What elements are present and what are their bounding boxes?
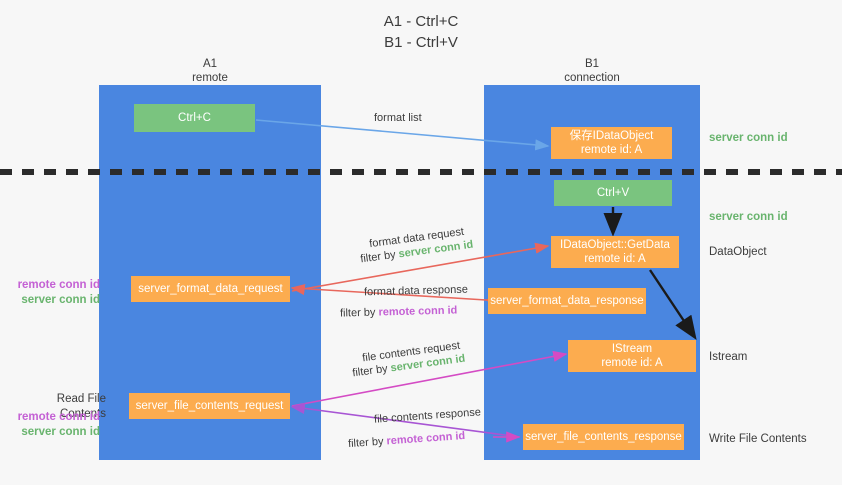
node-server-file-contents-request[interactable]: server_file_contents_request <box>129 393 290 419</box>
filter-prefix: filter by <box>347 435 387 451</box>
node-server-format-data-response-label: server_format_data_response <box>490 295 644 307</box>
annotation-remote-conn-id-1: remote conn id <box>17 279 100 291</box>
node-server-format-data-response[interactable]: server_format_data_response <box>488 288 646 314</box>
lane-b1-name: B1 <box>584 58 600 70</box>
annotation-left-conn-ids-top: remote conn id server conn id <box>8 278 100 308</box>
annotation-server-conn-id-top: server conn id <box>709 132 788 144</box>
annotation-write-file-contents: Write File Contents <box>709 433 807 445</box>
node-save-idataobject-line2: remote id: A <box>580 144 643 156</box>
node-ctrl-v-label: Ctrl+V <box>596 187 630 199</box>
edge-label-format-list: format list <box>374 112 422 124</box>
filter-prefix: filter by <box>339 306 379 320</box>
node-getdata-line2: remote id: A <box>584 253 646 265</box>
dashed-divider <box>0 169 842 175</box>
filter-value-remote-conn-id: remote conn id <box>386 429 466 448</box>
annotation-server-conn-id-mid: server conn id <box>709 211 788 223</box>
node-ctrl-c-label: Ctrl+C <box>178 112 211 124</box>
node-istream[interactable]: IStream remote id: A <box>568 340 696 372</box>
edge-label-format-data-response-filter: filter by remote conn id <box>340 303 458 321</box>
annotation-server-conn-id-2: server conn id <box>21 426 100 438</box>
filter-value-remote-conn-id: remote conn id <box>378 304 458 319</box>
edge-label-file-contents-response-filter: filter by remote conn id <box>348 429 466 452</box>
annotation-dataobject: DataObject <box>709 246 767 258</box>
node-istream-line2: remote id: A <box>601 357 663 369</box>
page-title: A1 - Ctrl+C B1 - Ctrl+V <box>0 11 842 53</box>
edge-label-file-contents-response: file contents response <box>373 406 482 426</box>
lane-header-b1: B1 connection <box>484 57 700 85</box>
annotation-remote-conn-id-2: remote conn id <box>17 411 100 423</box>
node-getdata[interactable]: IDataObject::GetData remote id: A <box>551 236 679 268</box>
lane-a1-subtitle: remote <box>192 72 228 84</box>
node-ctrl-c[interactable]: Ctrl+C <box>134 104 255 132</box>
lane-header-a1: A1 remote <box>99 57 321 85</box>
page-title-line2: B1 - Ctrl+V <box>384 34 458 51</box>
lane-b1-subtitle: connection <box>564 72 620 84</box>
node-getdata-line1: IDataObject::GetData <box>560 239 670 251</box>
lane-a1-name: A1 <box>202 58 218 70</box>
node-ctrl-v[interactable]: Ctrl+V <box>554 180 672 206</box>
node-save-idataobject[interactable]: 保存IDataObject remote id: A <box>551 127 672 159</box>
annotation-server-conn-id-1: server conn id <box>21 294 100 306</box>
node-save-idataobject-line1: 保存IDataObject <box>569 130 654 142</box>
node-istream-line1: IStream <box>611 343 653 355</box>
filter-prefix: filter by <box>359 248 400 266</box>
filter-prefix: filter by <box>351 362 392 380</box>
node-server-file-contents-response[interactable]: server_file_contents_response <box>523 424 684 450</box>
annotation-istream: Istream <box>709 351 748 363</box>
annotation-read-file-contents: Read File Contents <box>56 393 106 420</box>
annotation-left-conn-ids-bottom: remote conn id server conn id <box>8 410 100 440</box>
node-server-file-contents-request-label: server_file_contents_request <box>135 400 284 412</box>
edge-label-format-data-response: format data response <box>363 283 469 299</box>
page-title-line1: A1 - Ctrl+C <box>383 13 459 30</box>
node-server-file-contents-response-label: server_file_contents_response <box>525 431 682 443</box>
node-server-format-data-request-label: server_format_data_request <box>138 283 283 295</box>
node-server-format-data-request[interactable]: server_format_data_request <box>131 276 290 302</box>
